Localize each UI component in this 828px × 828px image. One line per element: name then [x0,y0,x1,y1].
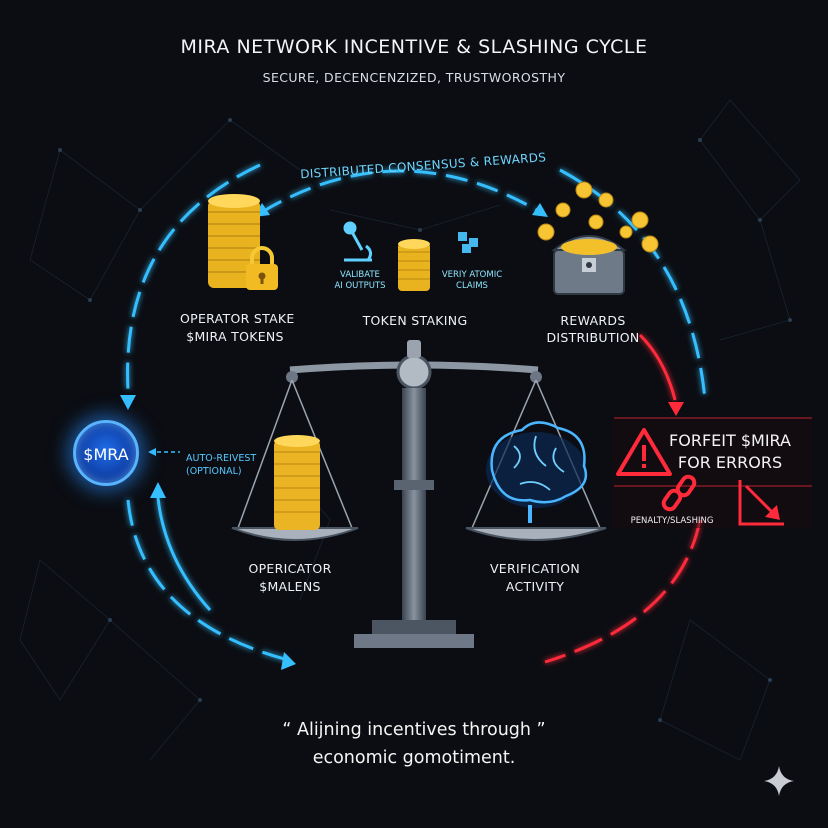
quote-line-2: economic gomotiment. [0,748,828,768]
sparkle-icon [762,764,796,798]
quote-line-1: “ Alijning incentives through ” [0,720,828,740]
forfeit-label-2: FOR ERRORS [660,452,800,474]
penalty-label: PENALTY/SLASHING [622,516,722,526]
forfeit-label-1: FORFEIT $MIRA [660,430,800,452]
